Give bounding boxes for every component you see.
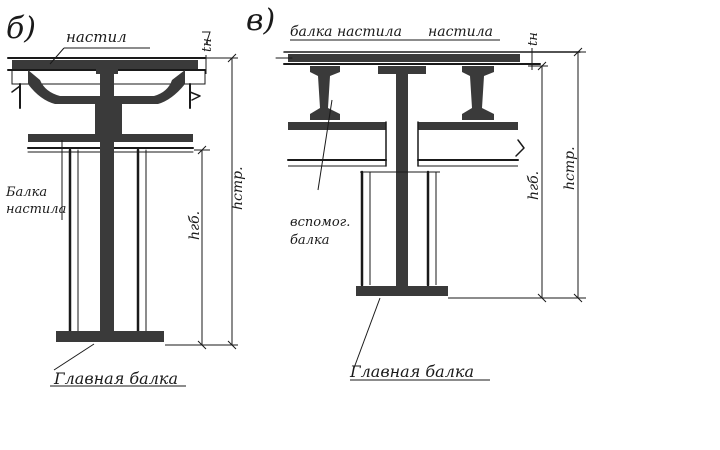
- panel-v-aux-beam: [287, 121, 525, 167]
- panel-b-deck-beam-label: Балка настила: [5, 185, 66, 217]
- panel-v-aux-beam-label-line1: вспомог.: [290, 215, 350, 230]
- panel-v-dim-top: tн: [526, 32, 541, 46]
- panel-b: б): [5, 11, 246, 388]
- panel-v-dim-beam-height: hгб.: [526, 171, 542, 200]
- panel-b-letter: б): [6, 11, 36, 46]
- panel-v-deck-beam-label: балка настила: [290, 24, 402, 40]
- panel-b-dim-total-height: hстр.: [230, 166, 246, 210]
- panel-v-deck-label: настила: [428, 24, 493, 40]
- panel-b-main-beam: [56, 66, 164, 342]
- panel-b-dim-top: tн: [200, 38, 215, 52]
- panel-v: в): [246, 3, 586, 381]
- panel-b-deck-beam-label-line1: Балка: [5, 185, 47, 200]
- panel-b-dimensions: [165, 31, 238, 350]
- panel-b-deck-label: настил: [66, 28, 127, 46]
- panel-v-main-beam-label: Главная балка: [349, 362, 474, 381]
- panel-v-leaders: [290, 39, 500, 381]
- panel-v-aux-beam-label: вспомог. балка: [290, 215, 355, 248]
- panel-v-aux-beam-label-line2: балка: [290, 233, 329, 248]
- panel-v-deck-beam-right: [462, 66, 494, 120]
- panel-v-dimensions: [448, 47, 586, 303]
- panel-b-dim-beam-height: hгб.: [187, 211, 203, 240]
- panel-b-deck-beam: [11, 70, 201, 140]
- panel-b-main-beam-label: Главная балка: [53, 369, 178, 388]
- panel-b-leaders: [49, 47, 186, 387]
- panel-v-dim-total-height: hстр.: [562, 146, 578, 190]
- panel-v-deck-plate: [275, 51, 581, 65]
- panel-v-deck-beam-left: [310, 66, 340, 120]
- panel-v-letter: в): [246, 3, 275, 38]
- panel-b-deck-beam-label-line2: настила: [6, 202, 66, 217]
- panel-v-main-beam: [356, 66, 448, 296]
